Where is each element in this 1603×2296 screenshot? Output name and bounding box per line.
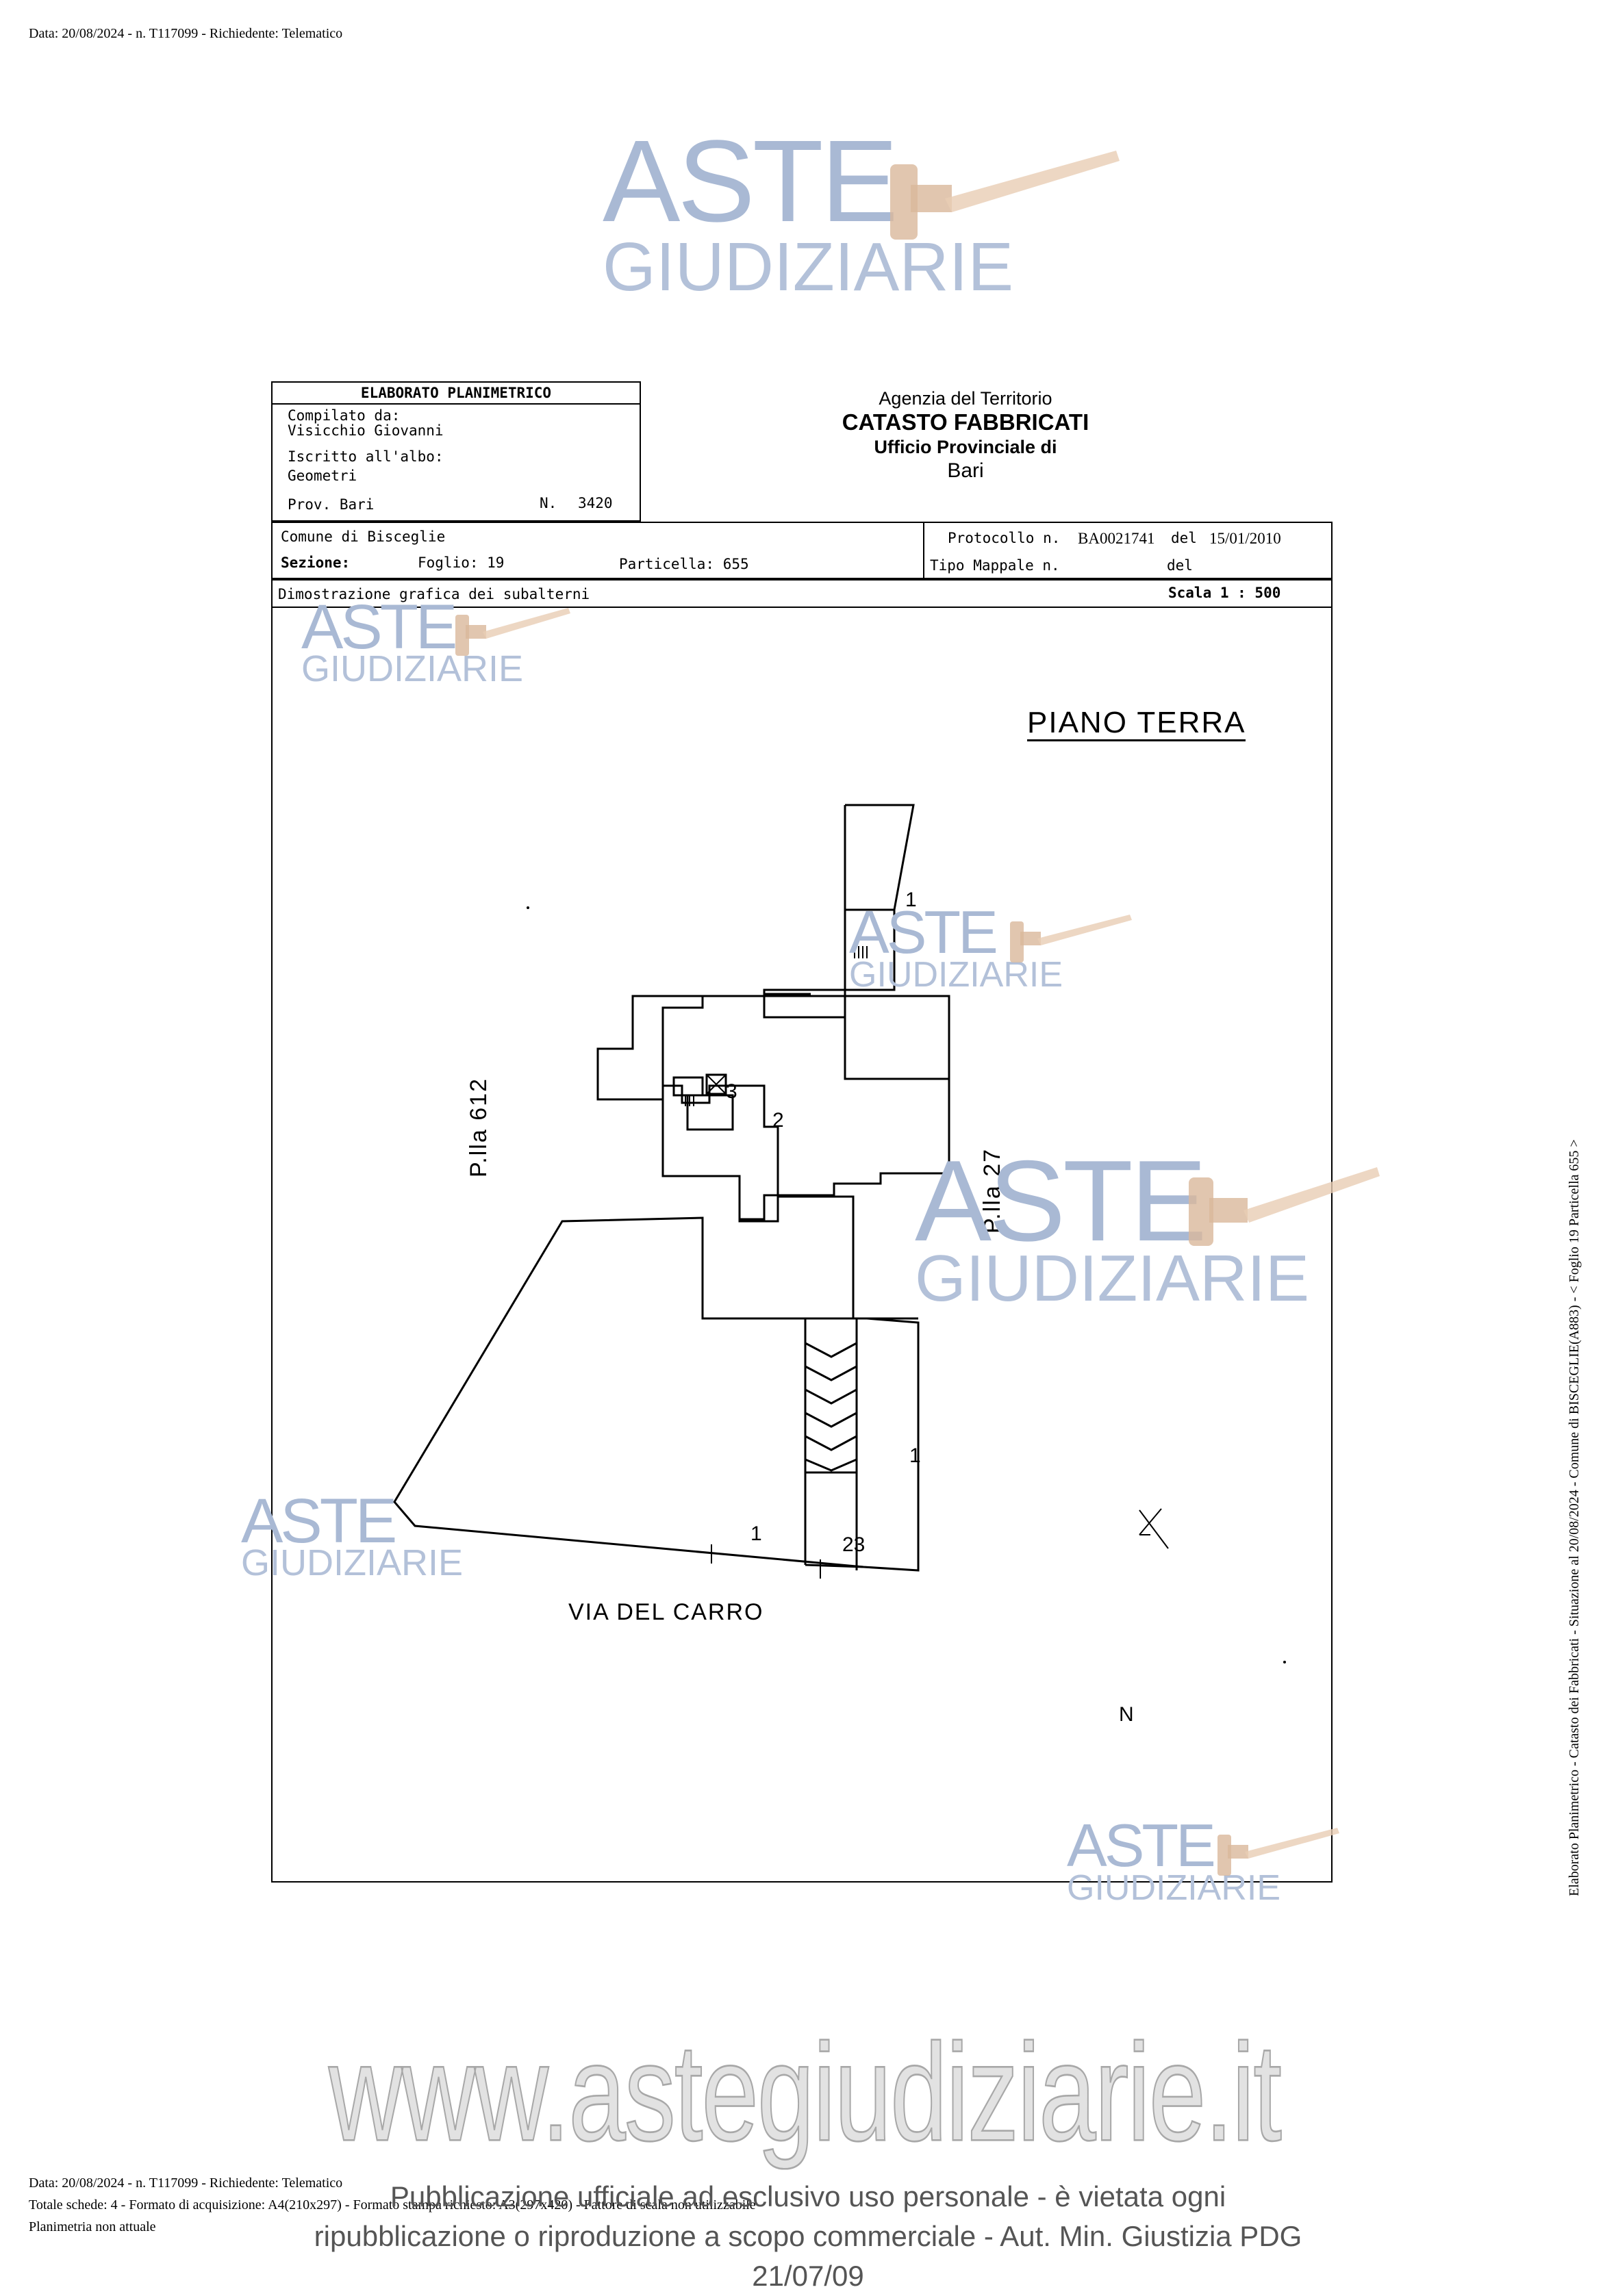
- agency-line3: Ufficio Provinciale di: [874, 437, 1057, 457]
- label-1-right: 1: [909, 1444, 921, 1467]
- plan-title: PIANO TERRA: [1027, 706, 1246, 741]
- label-1-top: 1: [905, 889, 917, 911]
- gavel-icon: [1189, 1167, 1380, 1246]
- watermark-giudiziarie-text: GIUDIZIARIE: [849, 955, 1063, 995]
- watermark-logo-small-1: ASTE GIUDIZIARIE: [301, 596, 575, 698]
- label-23: 23: [842, 1533, 866, 1556]
- header-line: Data: 20/08/2024 - n. T117099 - Richiede…: [29, 26, 343, 41]
- scala-text: Scala 1 : 500: [1168, 585, 1281, 601]
- dimostrazione-text: Dimostrazione grafica dei subalterni: [278, 586, 590, 602]
- watermark-giudiziarie-text: GIUDIZIARIE: [603, 229, 1014, 305]
- watermark-giudiziarie-text: GIUDIZIARIE: [241, 1542, 464, 1583]
- watermark-giudiziarie-text: GIUDIZIARIE: [301, 648, 524, 689]
- building-outline: [596, 995, 855, 1318]
- gavel-icon: [455, 608, 570, 656]
- publication-line2: ripubblicazione o riproduzione a scopo c…: [314, 2220, 1302, 2292]
- north-arrow: [1139, 1508, 1169, 1549]
- watermark-logo-medium: ASTE GIUDIZIARIE: [915, 1143, 1380, 1335]
- north-label: N: [1119, 1703, 1134, 1726]
- room-3: [672, 1076, 704, 1097]
- protocollo-del-label: del: [1171, 530, 1197, 546]
- agency-header: Agenzia del Territorio CATASTO FABBRICAT…: [808, 387, 1123, 483]
- footer-line2: Totale schede: 4 - Formato di acquisizio…: [29, 2197, 756, 2212]
- street-label: VIA DEL CARRO: [568, 1599, 764, 1625]
- prov-label: Prov. Bari: [288, 496, 375, 513]
- form-title: ELABORATO PLANIMETRICO: [273, 383, 640, 405]
- tipo-mappale: Tipo Mappale n.: [930, 557, 1060, 574]
- watermark-aste-text: ASTE: [603, 116, 898, 246]
- agency-line2: CATASTO FABBRICATI: [842, 409, 1089, 435]
- website-watermark: www.astegiudiziarie.it: [328, 2013, 1283, 2171]
- compilato-value: Visicchio Giovanni: [288, 422, 444, 439]
- watermark-logo-small-2: ASTE GIUDIZIARIE: [849, 902, 1137, 1005]
- agency-line4: Bari: [947, 459, 984, 482]
- info-box: Comune di Bisceglie Sezione: Foglio: 19 …: [271, 522, 1333, 579]
- foglio: Foglio: 19: [418, 554, 505, 571]
- protocollo-label: Protocollo n.: [948, 530, 1061, 546]
- label-1-bottom: 1: [750, 1522, 762, 1545]
- watermark-logo-small-4: ASTE GIUDIZIARIE: [1067, 1815, 1354, 1918]
- watermark-aste-text: ASTE: [915, 1136, 1207, 1265]
- watermark-logo-small-3: ASTE GIUDIZIARIE: [241, 1490, 515, 1592]
- side-text: Elaborato Planimetrico - Catasto dei Fab…: [1567, 1139, 1582, 1896]
- gavel-icon: [1217, 1828, 1339, 1876]
- info-divider: [923, 523, 924, 578]
- publication-notice: Pubblicazione ufficiale ad esclusivo uso…: [288, 2177, 1328, 2296]
- label-3: 3: [726, 1080, 737, 1103]
- watermark-giudiziarie-text: GIUDIZIARIE: [915, 1242, 1310, 1315]
- form-box: ELABORATO PLANIMETRICO Compilato da: Vis…: [271, 381, 641, 522]
- footer-line1: Data: 20/08/2024 - n. T117099 - Richiede…: [29, 2176, 343, 2191]
- watermark-giudiziarie-text: GIUDIZIARIE: [1067, 1868, 1281, 1908]
- agency-line1: Agenzia del Territorio: [879, 388, 1052, 409]
- publication-line1: Pubblicazione ufficiale ad esclusivo uso…: [390, 2180, 1226, 2212]
- compilato-label: Compilato da:: [288, 407, 401, 424]
- room-2: [686, 1094, 734, 1131]
- watermark-logo-top: ASTE GIUDIZIARIE: [603, 123, 1123, 315]
- left-parcel-label: P.lla 612: [466, 1077, 492, 1177]
- watermark-aste-text: ASTE: [301, 592, 457, 662]
- sezione: Sezione:: [281, 554, 351, 571]
- gavel-icon: [890, 151, 1120, 240]
- particella: Particella: 655: [619, 556, 749, 572]
- protocollo-date: 15/01/2010: [1209, 530, 1281, 547]
- box-x: [705, 1073, 727, 1095]
- footer-line3: Planimetria non attuale: [29, 2219, 156, 2234]
- floor-plan: [393, 804, 1286, 1663]
- comune: Comune di Bisceglie: [281, 528, 446, 545]
- parcel-outline: [393, 1216, 920, 1572]
- protocollo-value: BA0021741: [1078, 530, 1155, 547]
- n-value: 3420: [578, 495, 613, 511]
- tipo-del: del: [1167, 557, 1193, 574]
- label-2: 2: [772, 1109, 784, 1132]
- watermark-aste-text: ASTE: [1067, 1811, 1216, 1879]
- watermark-aste-text: ASTE: [849, 898, 998, 966]
- drawing-area: [271, 607, 1333, 1883]
- iscritto-label: Iscritto all'albo:: [288, 448, 444, 465]
- iscritto-value: Geometri: [288, 468, 357, 484]
- gavel-icon: [1010, 915, 1132, 962]
- watermark-aste-text: ASTE: [241, 1486, 397, 1556]
- n-label: N.: [540, 495, 557, 511]
